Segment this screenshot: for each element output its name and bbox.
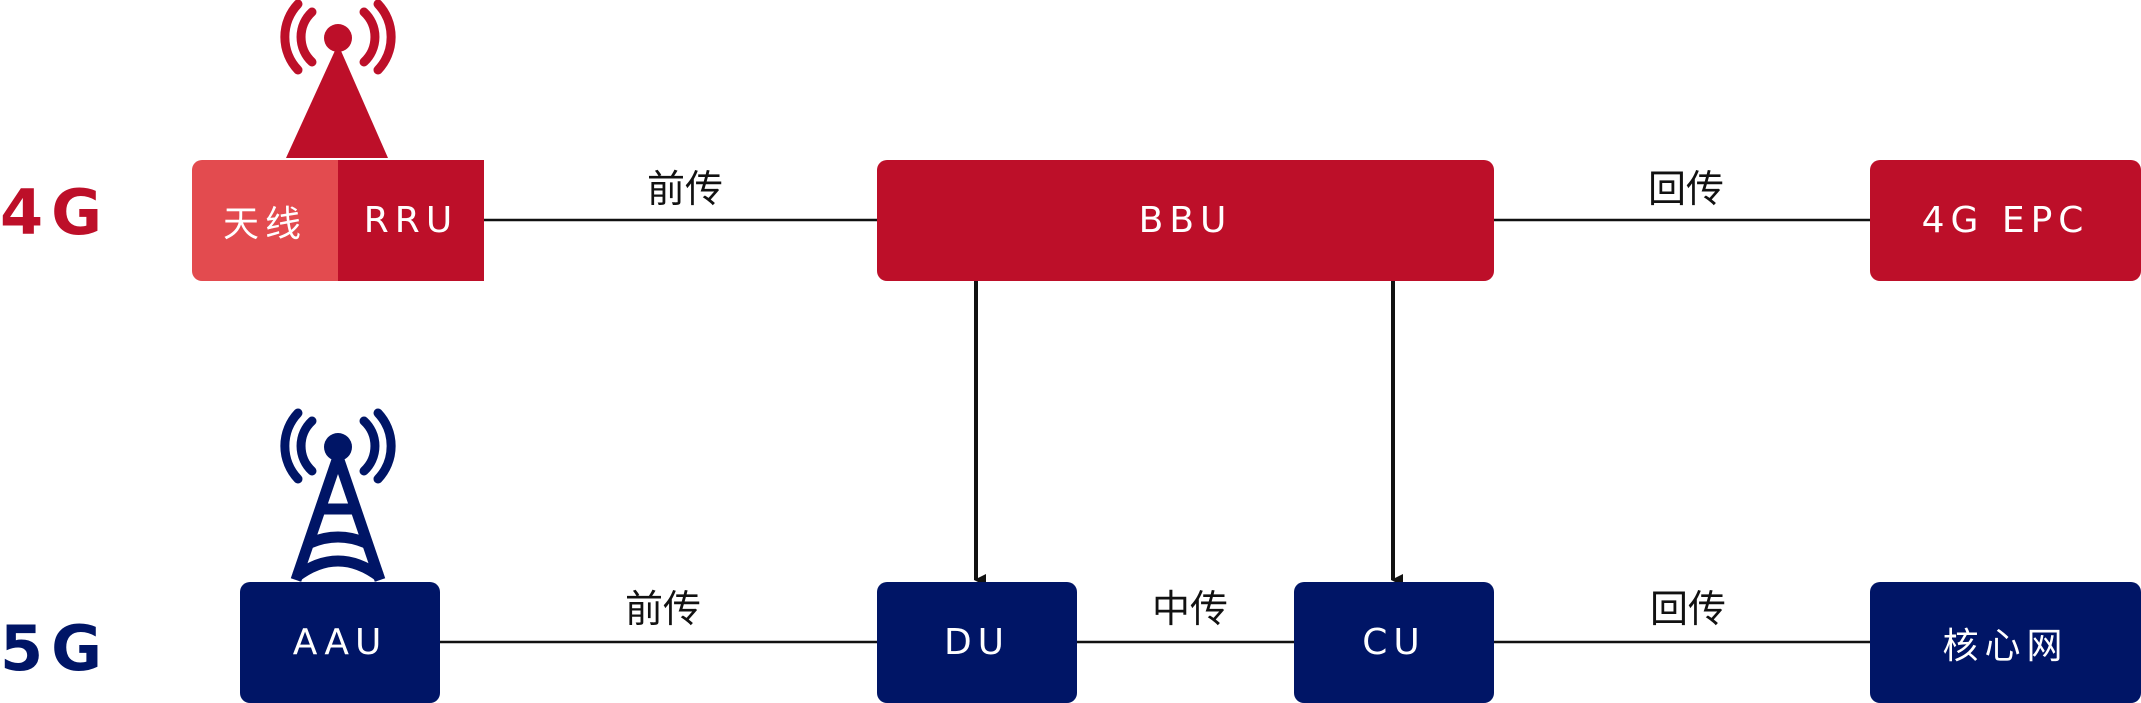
du-box: DU — [877, 582, 1077, 703]
epc-box: 4G EPC — [1870, 160, 2141, 281]
radio-tower-icon — [280, 0, 396, 158]
cu-box: CU — [1294, 582, 1494, 703]
aau-box: AAU — [240, 582, 440, 703]
cell-tower-icon — [280, 408, 396, 582]
backhaul-4g-label: 回传 — [1647, 167, 1724, 211]
row-label-5g: 5G — [0, 612, 111, 685]
midhaul-5g-label: 中传 — [1151, 587, 1228, 631]
rru-box: RRU — [338, 160, 484, 281]
row-label-4g: 4G — [0, 176, 111, 249]
fronthaul-4g-label: 前传 — [646, 167, 723, 211]
core-network-box: 核心网 — [1870, 582, 2141, 703]
bbu-box: BBU — [877, 160, 1494, 281]
backhaul-5g-label: 回传 — [1649, 587, 1726, 631]
fronthaul-5g-label: 前传 — [624, 587, 701, 631]
antenna-box: 天线 — [192, 160, 338, 281]
